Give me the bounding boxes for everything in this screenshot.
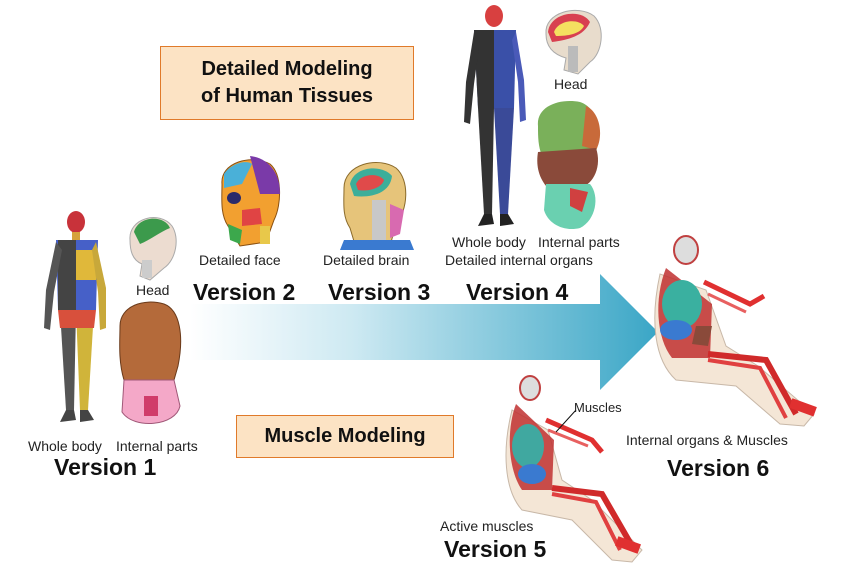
v4-whole-body-model — [464, 5, 526, 226]
v6-version-label: Version 6 — [667, 455, 770, 481]
muscle-modeling-box: Muscle Modeling — [236, 415, 454, 458]
v3-caption: Detailed brain — [323, 252, 410, 268]
v3-version-label: Version 3 — [328, 279, 431, 305]
v5-muscles-label: Muscles — [574, 400, 622, 415]
v2-caption: Detailed face — [199, 252, 281, 268]
v5-seated-muscle-model — [505, 375, 643, 563]
v5-caption: Active muscles — [440, 518, 534, 534]
v1-head-model — [129, 217, 177, 281]
v6-caption: Internal organs & Muscles — [626, 432, 788, 448]
v1-head-label: Head — [136, 282, 170, 298]
v1-internal-parts-label: Internal parts — [116, 438, 198, 454]
tissue-modeling-box: Detailed Modeling of Human Tissues — [160, 46, 414, 120]
muscles-pointer-line — [555, 409, 577, 433]
progress-arrow — [190, 274, 658, 390]
tissue-box-line1: Detailed Modeling — [201, 58, 373, 80]
muscle-box-label: Muscle Modeling — [264, 425, 426, 447]
v3-brain-model — [340, 162, 414, 250]
v1-whole-body-label: Whole body — [28, 438, 102, 454]
v4-head-label: Head — [554, 76, 588, 92]
v1-version-label: Version 1 — [54, 454, 157, 480]
v4-internal-parts-label: Internal parts — [538, 234, 620, 250]
v4-version-label: Version 4 — [466, 279, 569, 305]
v1-whole-body-model — [44, 211, 106, 422]
v5-version-label: Version 5 — [444, 536, 547, 562]
v2-face-model — [221, 156, 280, 247]
v4-head-model — [545, 9, 602, 75]
v4-internal-parts-model — [537, 101, 601, 230]
v1-internal-parts-model — [119, 301, 182, 424]
v2-version-label: Version 2 — [193, 279, 296, 305]
tissue-box-line2: of Human Tissues — [201, 85, 373, 107]
v4-whole-body-label: Whole body — [452, 234, 526, 250]
v6-seated-full-model — [654, 235, 817, 427]
v4-caption: Detailed internal organs — [445, 252, 593, 268]
